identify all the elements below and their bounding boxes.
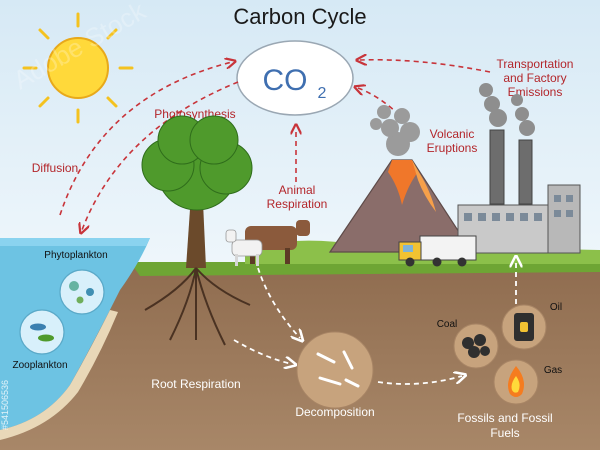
- arrow-volcanic: [358, 88, 413, 129]
- oil-barrel-icon: [501, 304, 547, 350]
- arrow-transport-emissions: [360, 60, 491, 73]
- label-phytoplankton: Phytoplankton: [44, 250, 107, 261]
- zooplankton-icon: [19, 309, 65, 355]
- label-volcanic-2: Eruptions: [427, 141, 478, 155]
- arrow-animals-to-decomposition: [257, 267, 300, 338]
- label-transport-1: Transportation: [497, 57, 574, 71]
- co2-text: CO: [263, 64, 308, 97]
- label-volcanic-1: Volcanic: [430, 127, 475, 141]
- phytoplankton-icon: [59, 269, 105, 315]
- gas-flame-icon: [493, 359, 539, 405]
- volcano: [328, 105, 474, 253]
- truck: [398, 235, 477, 267]
- label-transport-2: and Factory: [503, 71, 566, 85]
- label-root-respiration: Root Respiration: [151, 377, 240, 391]
- label-diffusion: Diffusion: [32, 161, 78, 175]
- watermark-id: #541506536: [0, 380, 10, 430]
- label-zooplankton: Zooplankton: [12, 360, 67, 371]
- label-transport-3: Emissions: [508, 85, 563, 99]
- label-fossils-2: Fuels: [490, 426, 519, 440]
- ocean-surface: [0, 238, 150, 246]
- label-gas: Gas: [544, 365, 562, 376]
- grass-strip: [130, 262, 600, 276]
- page-title: Carbon Cycle: [233, 4, 366, 29]
- co2-subscript: 2: [318, 85, 327, 102]
- label-decomposition: Decomposition: [295, 405, 374, 419]
- label-fossils-1: Fossils and Fossil: [457, 411, 552, 425]
- tree-roots: [144, 267, 251, 346]
- goat: [225, 229, 263, 266]
- label-oil: Oil: [550, 302, 562, 313]
- factory: [457, 83, 581, 254]
- ocean: [0, 238, 150, 430]
- label-coal: Coal: [437, 319, 458, 330]
- decomposition-icon: [296, 331, 374, 409]
- arrow-decomposition-to-fossils: [377, 376, 462, 385]
- shoreline-sand: [0, 310, 118, 440]
- arrow-photosynthesis-down: [82, 81, 239, 230]
- sun-icon: [22, 12, 134, 124]
- arrow-roots-to-decomposition: [233, 339, 292, 364]
- coal-icon: [453, 323, 499, 369]
- co2-cloud: CO 2: [236, 40, 354, 116]
- arrow-diffusion-to-co2: [59, 62, 232, 216]
- label-animal-respiration-1: Animal: [279, 183, 316, 197]
- tree: [141, 115, 253, 268]
- label-animal-respiration-2: Respiration: [267, 197, 328, 211]
